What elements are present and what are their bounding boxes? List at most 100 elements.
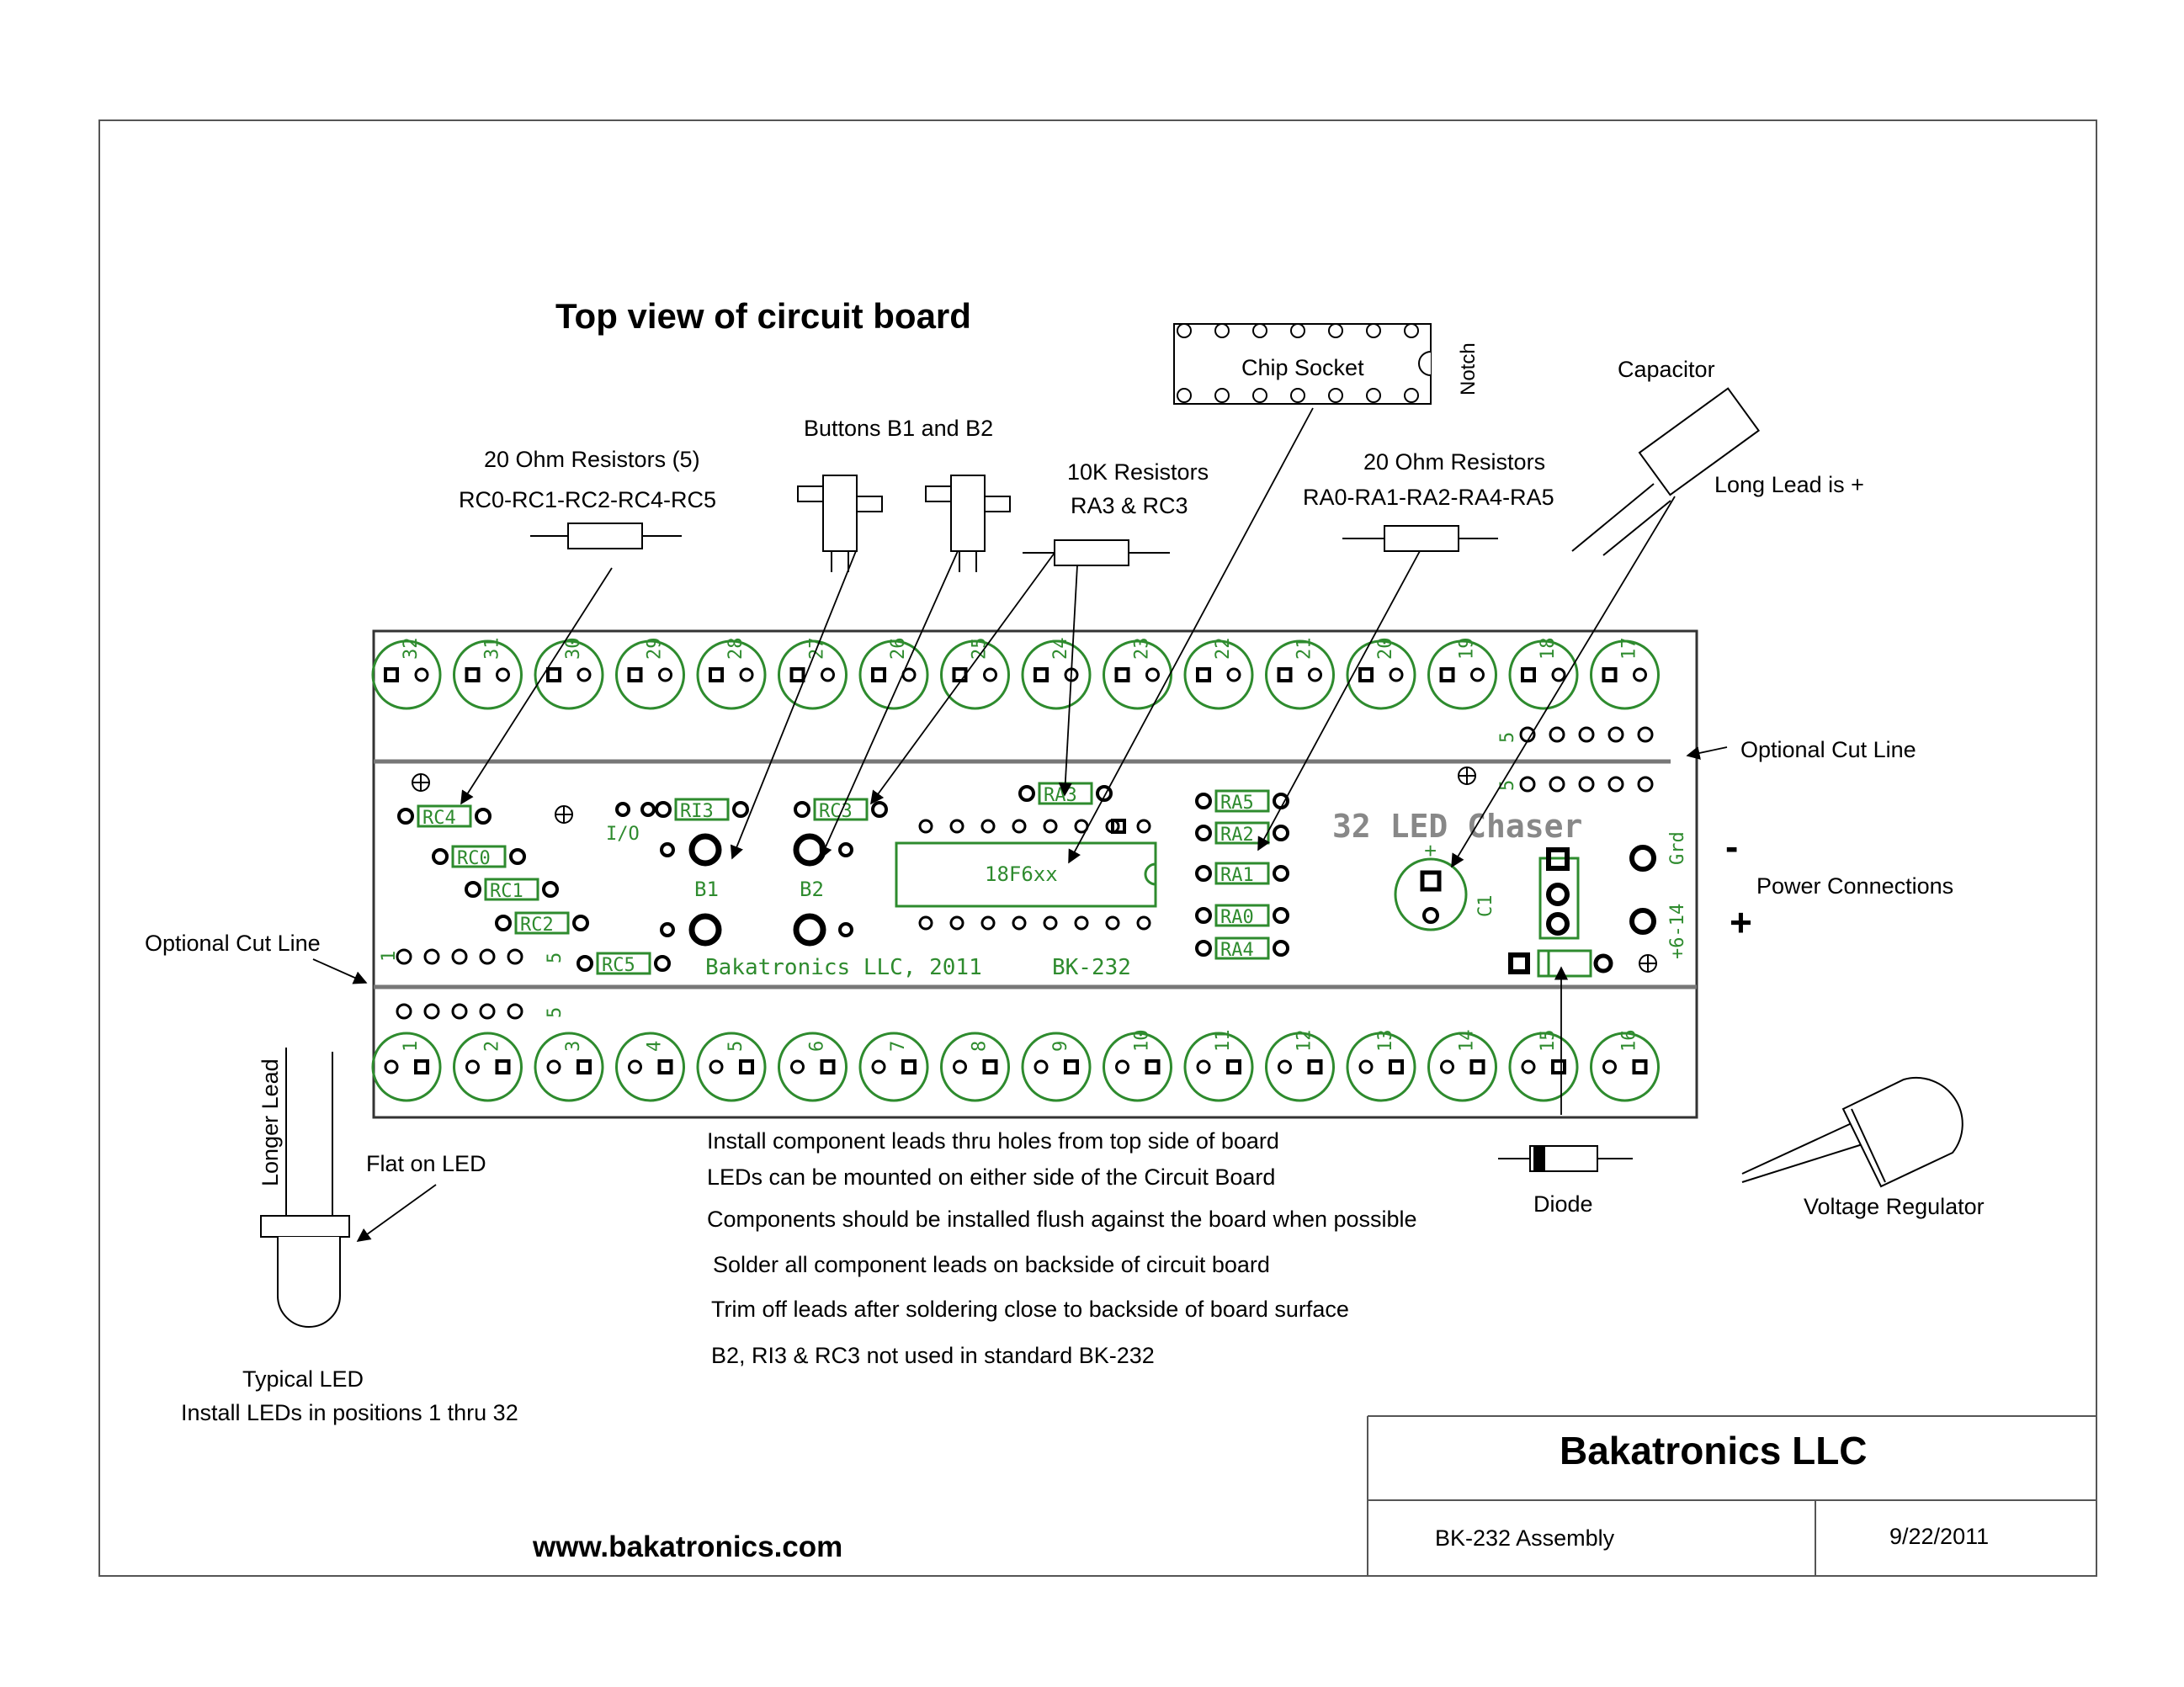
chip-pin bbox=[1043, 819, 1058, 834]
vin-label: +6-14 bbox=[1667, 904, 1688, 959]
bottom-led-pad-round bbox=[546, 1059, 561, 1074]
bottom-led-number: 10 bbox=[1132, 1030, 1153, 1053]
header-pad bbox=[1549, 776, 1565, 793]
header-pad bbox=[1549, 726, 1565, 743]
socket-pin bbox=[1177, 388, 1192, 403]
resistor-ra5-body bbox=[1214, 789, 1270, 813]
c1-label: C1 bbox=[1475, 895, 1496, 918]
resistor-ra4-body bbox=[1214, 936, 1270, 960]
bottom-led-number: 14 bbox=[1457, 1030, 1478, 1053]
bottom-led-number: 15 bbox=[1538, 1030, 1559, 1053]
bottom-led-number: 1 bbox=[401, 1041, 422, 1052]
top-led-outline bbox=[1103, 639, 1172, 710]
top-led-pad-square bbox=[789, 667, 805, 682]
bottom-led-pad-square bbox=[1551, 1059, 1566, 1074]
title-block-company: Bakatronics LLC bbox=[1560, 1429, 1868, 1472]
label-capacitor: Capacitor bbox=[1618, 357, 1715, 382]
bottom-led-pad-square bbox=[1064, 1059, 1079, 1074]
socket-pin bbox=[1290, 323, 1305, 338]
label-20ohm-right-2: RA0-RA1-RA2-RA4-RA5 bbox=[1303, 485, 1554, 510]
socket-pin bbox=[1404, 388, 1419, 403]
header-pad bbox=[451, 948, 468, 965]
bottom-led-outline bbox=[1346, 1032, 1416, 1102]
top-led-pad-square bbox=[627, 667, 643, 682]
socket-pin bbox=[1366, 388, 1381, 403]
top-led-pad-square bbox=[1521, 667, 1536, 682]
resistor-rc2-label: RC2 bbox=[520, 915, 554, 936]
header-pad bbox=[396, 1003, 412, 1020]
drawing-title: Top view of circuit board bbox=[555, 296, 971, 336]
socket-pin bbox=[1328, 388, 1343, 403]
callout-arrows bbox=[312, 407, 1728, 1242]
resistor-ra2-pad bbox=[1195, 825, 1212, 841]
title-block-date: 9/22/2011 bbox=[1889, 1524, 1989, 1549]
bottom-led-pad-round bbox=[465, 1059, 480, 1074]
diode-icon bbox=[1498, 1145, 1633, 1172]
bottom-led-number: 6 bbox=[807, 1041, 828, 1052]
bottom-led-outline bbox=[371, 1032, 442, 1102]
resistor-rc5-pad bbox=[577, 955, 593, 972]
chip-label: 18F6xx bbox=[985, 862, 1058, 886]
bottom-led-pad-round bbox=[628, 1059, 642, 1074]
resistor-rc1-pad bbox=[542, 881, 559, 898]
bottom-led-number: 5 bbox=[725, 1041, 747, 1052]
top-led-number: 20 bbox=[1375, 638, 1396, 660]
top-led-number: 19 bbox=[1457, 638, 1478, 660]
resistor-rc0-pad bbox=[432, 848, 449, 865]
label-cut-line-right: Optional Cut Line bbox=[1740, 737, 1916, 762]
bottom-led-pad-square bbox=[1389, 1059, 1404, 1074]
socket-pin bbox=[1214, 323, 1230, 338]
pad-label-5a: 5 bbox=[1497, 732, 1518, 743]
socket-pin bbox=[1252, 388, 1267, 403]
resistor-rc3-pad bbox=[794, 801, 810, 818]
top-led-outline bbox=[1346, 639, 1416, 710]
voltage-regulator-icon bbox=[1741, 1077, 1963, 1188]
top-led-outline bbox=[1590, 639, 1660, 710]
socket-pin bbox=[1252, 323, 1267, 338]
top-led-outline bbox=[778, 639, 848, 710]
resistor-rc5-label: RC5 bbox=[602, 955, 635, 976]
chip-pin bbox=[980, 915, 996, 931]
resistor-rc4-label: RC4 bbox=[422, 808, 456, 829]
resistor-rc0-body bbox=[451, 845, 507, 868]
label-notch: Notch bbox=[1457, 342, 1480, 395]
pad-label-1a: 1 bbox=[379, 951, 400, 962]
resistor-ra2-label: RA2 bbox=[1220, 825, 1254, 846]
bottom-led-pad-square bbox=[495, 1059, 511, 1074]
pad-label-5c: 5 bbox=[545, 952, 566, 963]
label-10k-2: RA3 & RC3 bbox=[1071, 493, 1188, 518]
bottom-led-pad-square bbox=[1226, 1059, 1241, 1074]
header-pad bbox=[1578, 776, 1595, 793]
top-led-number: 29 bbox=[645, 638, 666, 660]
bottom-led-pad-round bbox=[953, 1059, 967, 1074]
top-led-pad-round bbox=[1308, 667, 1322, 682]
top-led-pad-square bbox=[709, 667, 724, 682]
instruction-line: LEDs can be mounted on either side of th… bbox=[707, 1164, 1275, 1190]
header-pad bbox=[1519, 776, 1536, 793]
b2-label: B2 bbox=[800, 878, 824, 901]
bottom-led-number: 12 bbox=[1294, 1030, 1315, 1053]
top-led-number: 26 bbox=[888, 638, 909, 660]
resistor-ra0-pad bbox=[1195, 907, 1212, 924]
label-plus: + bbox=[1730, 900, 1752, 944]
top-led-pad-round bbox=[658, 667, 672, 682]
resistor-ra2-body bbox=[1214, 821, 1270, 845]
header-pad bbox=[1637, 776, 1654, 793]
chip-pin bbox=[1136, 819, 1151, 834]
resistor-ra3-pad bbox=[1018, 785, 1035, 802]
top-led-pad-square bbox=[1196, 667, 1211, 682]
bottom-led-number: 4 bbox=[645, 1041, 666, 1052]
chip-pin bbox=[1012, 819, 1027, 834]
top-led-pad-square bbox=[1602, 667, 1618, 682]
top-led-pad-round bbox=[1551, 667, 1566, 682]
c1-footprint bbox=[1394, 857, 1468, 931]
gnd-label: Grd bbox=[1667, 831, 1688, 865]
label-flat-led: Flat on LED bbox=[366, 1151, 486, 1176]
bottom-led-pad-square bbox=[1469, 1059, 1485, 1074]
resistor-rc0-label: RC0 bbox=[457, 848, 491, 869]
top-led-outline bbox=[371, 639, 442, 710]
bottom-led-number: 11 bbox=[1213, 1030, 1234, 1053]
button-b1-icon bbox=[797, 475, 883, 572]
